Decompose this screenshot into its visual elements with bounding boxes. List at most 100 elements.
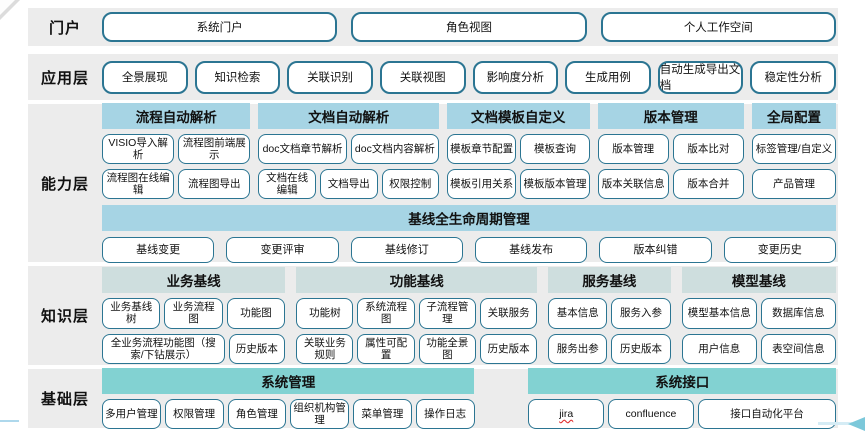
- item-box: 版本比对: [672, 133, 745, 164]
- item-box: 服务出参: [548, 333, 608, 364]
- layer-band-portal: 门户系统门户角色视图个人工作空间: [28, 8, 838, 46]
- band-content: 全景展现知识检索关联识别关联视图影响度分析生成用例自动生成导出文档稳定性分析: [102, 60, 838, 94]
- item-box: 版本合并: [672, 169, 745, 200]
- groups-row: 业务基线业务基线树业务流程图功能图全业务流程功能图（搜索/下钻展示）历史版本功能…: [102, 267, 836, 364]
- group-row: 全业务流程功能图（搜索/下钻展示）历史版本: [102, 333, 286, 364]
- item-box: 表空间信息: [760, 333, 836, 364]
- corner-fold-decoration-inner: [0, 0, 15, 15]
- item-box: VISIO导入解析: [102, 133, 175, 164]
- layer-label-knowledge: 知识层: [40, 308, 89, 325]
- item-box: 接口自动化平台: [697, 398, 836, 430]
- item-box: 生成用例: [565, 60, 651, 94]
- group: 文档模板自定义模板章节配置模板查询模板引用关系模板版本管理: [447, 102, 590, 200]
- item-box: 角色视图: [351, 12, 587, 42]
- item-box: 稳定性分析: [750, 60, 836, 94]
- item-box: 模板版本管理: [520, 169, 590, 200]
- button-row: 系统门户角色视图个人工作空间: [102, 12, 836, 42]
- item-box: 多用户管理: [102, 398, 161, 430]
- group-header: 文档自动解析: [258, 102, 440, 129]
- item-box: 菜单管理: [353, 398, 412, 430]
- group-row: 功能树系统流程图子流程管理关联服务: [296, 298, 538, 329]
- group-row: 关联业务规则属性可配置功能全景图历史版本: [296, 333, 538, 364]
- item-box: 历史版本: [479, 333, 538, 364]
- item-box: 产品管理: [752, 169, 836, 200]
- item-box: 角色管理: [227, 398, 287, 430]
- teal-arrow-icon: [848, 417, 865, 431]
- band-content: 业务基线业务基线树业务流程图功能图全业务流程功能图（搜索/下钻展示）历史版本功能…: [102, 267, 838, 364]
- item-box: 知识检索: [194, 60, 281, 94]
- button-row: 全景展现知识检索关联识别关联视图影响度分析生成用例自动生成导出文档稳定性分析: [102, 60, 836, 94]
- group-row: 业务基线树业务流程图功能图: [102, 298, 286, 329]
- item-box: 模板查询: [520, 133, 590, 164]
- item-box: 版本关联信息: [597, 169, 669, 200]
- item-box: 全业务流程功能图（搜索/下钻展示）: [102, 333, 225, 364]
- item-box: doc文档内容解析: [350, 133, 440, 164]
- item-box: 数据库信息: [760, 298, 836, 329]
- item-box: 历史版本: [228, 333, 286, 364]
- item-box: 基线变更: [102, 237, 215, 264]
- item-box: 功能图: [226, 298, 286, 329]
- item-box: 模板引用关系: [447, 169, 517, 200]
- group-header: 功能基线: [296, 267, 538, 294]
- group: 模型基线模型基本信息数据库信息用户信息表空间信息: [681, 267, 836, 364]
- layer-label-application: 应用层: [40, 69, 89, 87]
- item-box: 功能树: [296, 298, 354, 329]
- group-row: 模型基本信息数据库信息: [681, 298, 836, 329]
- item-box: 系统门户: [102, 12, 338, 42]
- item-box: 关联视图: [379, 60, 466, 94]
- group: 版本管理版本管理版本比对版本关联信息版本合并: [597, 102, 745, 200]
- band-content: 系统门户角色视图个人工作空间: [102, 12, 838, 42]
- item-box: 业务流程图: [164, 298, 223, 329]
- group-header: 模型基线: [681, 267, 836, 294]
- group-row: 产品管理: [752, 169, 836, 200]
- item-box: 系统流程图: [357, 298, 415, 329]
- group-row: 基本信息服务入参: [548, 298, 671, 329]
- item-box: 关联服务: [479, 298, 538, 329]
- group: 业务基线业务基线树业务流程图功能图全业务流程功能图（搜索/下钻展示）历史版本: [102, 267, 286, 364]
- group-row: 模板章节配置模板查询: [447, 133, 590, 164]
- layer-label-capability: 能力层: [40, 175, 89, 193]
- item-box: 权限管理: [164, 398, 224, 430]
- item-box: 变更评审: [226, 237, 339, 264]
- item-box: 基线修订: [350, 237, 463, 264]
- group-row: 服务出参历史版本: [548, 333, 671, 364]
- item-box: 用户信息: [681, 333, 757, 364]
- group: 服务基线基本信息服务入参服务出参历史版本: [548, 267, 671, 364]
- item-box: 业务基线树: [102, 298, 161, 329]
- layer-band-application: 应用层全景展现知识检索关联识别关联视图影响度分析生成用例自动生成导出文档稳定性分…: [28, 54, 838, 100]
- item-box: 版本纠错: [599, 237, 712, 264]
- layer-label-foundation: 基础层: [40, 391, 89, 408]
- item-box: doc文档章节解析: [258, 133, 347, 164]
- item-box: 基本信息: [548, 298, 608, 329]
- group-header: 业务基线: [102, 267, 286, 294]
- item-box: 标签管理/自定义: [752, 133, 836, 164]
- group: 系统管理多用户管理权限管理角色管理组织机构管理菜单管理操作日志: [102, 367, 475, 430]
- item-box: 变更历史: [723, 237, 836, 264]
- item-box: 文档导出: [319, 169, 378, 200]
- group-header: 文档模板自定义: [447, 102, 590, 129]
- item-box: 功能全景图: [418, 333, 476, 364]
- group-row: VISIO导入解析流程图前端展示: [102, 133, 251, 164]
- item-box: 流程图在线编辑: [102, 169, 175, 200]
- group-row: 用户信息表空间信息: [681, 333, 836, 364]
- group-row: 版本管理版本比对: [597, 133, 745, 164]
- item-box: 流程图前端展示: [178, 133, 251, 164]
- item-box: 权限控制: [381, 169, 440, 200]
- group-header: 系统接口: [528, 367, 836, 394]
- group-row: 文档在线编辑文档导出权限控制: [258, 169, 440, 200]
- item-box: 个人工作空间: [600, 12, 836, 42]
- item-box: jira: [528, 398, 604, 430]
- item-box: 模型基本信息: [681, 298, 757, 329]
- group-row: 流程图在线编辑流程图导出: [102, 169, 251, 200]
- layer-band-knowledge: 知识层业务基线业务基线树业务流程图功能图全业务流程功能图（搜索/下钻展示）历史版…: [28, 266, 838, 365]
- group: 全局配置标签管理/自定义产品管理: [752, 102, 836, 200]
- item-box: 关联业务规则: [296, 333, 354, 364]
- group-row: 标签管理/自定义: [752, 133, 836, 164]
